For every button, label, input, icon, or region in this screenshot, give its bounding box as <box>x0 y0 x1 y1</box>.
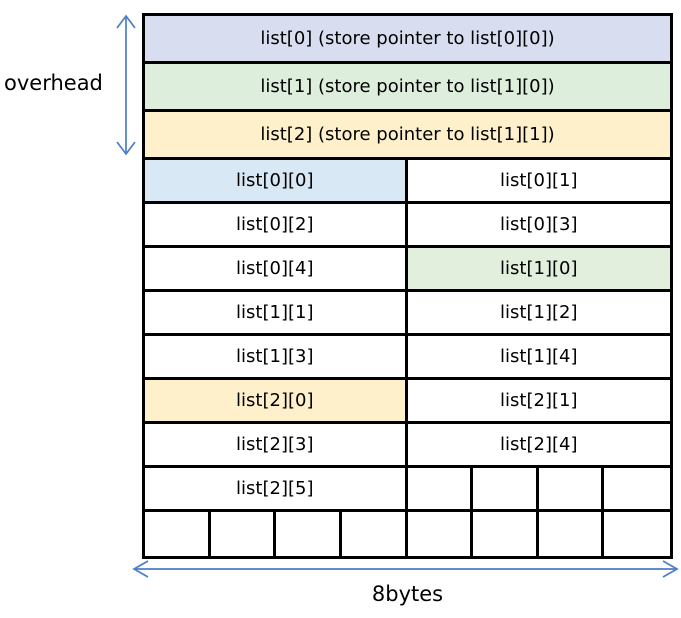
cell-list-1-store-pointer-to-list-1-0: list[1] (store pointer to list[1][0]) <box>145 64 670 109</box>
memory-row: list[2] (store pointer to list[1][1]) <box>145 112 670 160</box>
empty-cell <box>210 512 277 556</box>
cell-list-1-3: list[1][3] <box>145 336 408 377</box>
cell-list-0-0: list[0][0] <box>145 160 408 201</box>
memory-row: list[0] (store pointer to list[0][0]) <box>145 16 670 64</box>
empty-cell <box>538 468 605 509</box>
cell-list-0-4: list[0][4] <box>145 248 408 289</box>
cell-list-0-store-pointer-to-list-0-0: list[0] (store pointer to list[0][0]) <box>145 16 670 61</box>
cell-list-0-3: list[0][3] <box>407 204 670 245</box>
memory-row <box>145 512 670 556</box>
cell-list-2-store-pointer-to-list-1-1: list[2] (store pointer to list[1][1]) <box>145 112 670 157</box>
cell-list-1-0: list[1][0] <box>407 248 670 289</box>
cell-list-2-5: list[2][5] <box>145 468 408 509</box>
empty-cell <box>473 512 539 556</box>
empty-cell <box>604 512 670 556</box>
memory-row: list[1][1]list[1][2] <box>145 292 670 336</box>
overhead-label: overhead <box>4 71 103 95</box>
cell-list-1-4: list[1][4] <box>407 336 670 377</box>
empty-cell <box>145 512 211 556</box>
empty-cell <box>604 468 670 509</box>
cell-list-1-1: list[1][1] <box>145 292 408 333</box>
empty-cell <box>407 468 474 509</box>
empty-cell <box>473 468 539 509</box>
cell-list-0-1: list[0][1] <box>407 160 670 201</box>
cell-list-1-2: list[1][2] <box>407 292 670 333</box>
empty-cell <box>341 512 408 556</box>
row-width-arrow <box>132 560 679 578</box>
empty-cell <box>276 512 342 556</box>
memory-row: list[2][3]list[2][4] <box>145 424 670 468</box>
memory-row: list[2][5] <box>145 468 670 512</box>
cell-list-2-0: list[2][0] <box>145 380 408 421</box>
memory-row: list[1][3]list[1][4] <box>145 336 670 380</box>
empty-cell <box>407 512 474 556</box>
memory-row: list[1] (store pointer to list[1][0]) <box>145 64 670 112</box>
cell-list-2-1: list[2][1] <box>407 380 670 421</box>
overhead-height-arrow <box>116 14 136 156</box>
memory-row: list[0][2]list[0][3] <box>145 204 670 248</box>
empty-cell <box>538 512 605 556</box>
memory-row: list[0][0]list[0][1] <box>145 160 670 204</box>
cell-list-2-3: list[2][3] <box>145 424 408 465</box>
memory-row: list[2][0]list[2][1] <box>145 380 670 424</box>
memory-row: list[0][4]list[1][0] <box>145 248 670 292</box>
memory-table: list[0] (store pointer to list[0][0])lis… <box>142 13 673 559</box>
bytes-width-label: 8bytes <box>371 582 444 606</box>
cell-list-2-4: list[2][4] <box>407 424 670 465</box>
cell-list-0-2: list[0][2] <box>145 204 408 245</box>
